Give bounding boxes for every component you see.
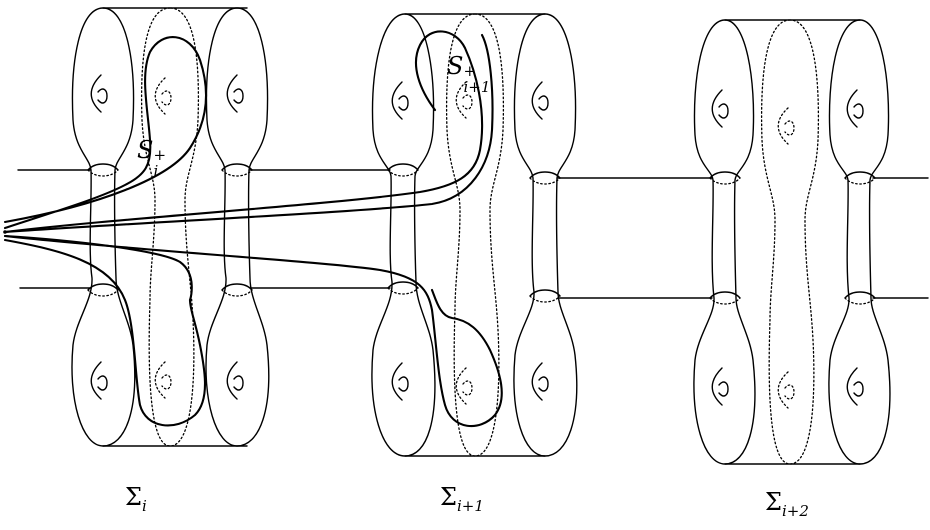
surface-sigma-i bbox=[71, 7, 270, 447]
sigma-i2-middle-surface bbox=[760, 19, 820, 465]
surface-sigma-i1 bbox=[371, 13, 578, 457]
handle-icon bbox=[226, 361, 244, 400]
sigma-i1-left-surface bbox=[371, 13, 436, 457]
handles-dotted bbox=[154, 77, 795, 409]
handle-icon bbox=[90, 74, 108, 113]
curve-s-i1-upper-b bbox=[3, 33, 494, 234]
handle-icon bbox=[531, 362, 549, 401]
handle-icon bbox=[711, 89, 729, 128]
sigma-i-middle-surface bbox=[140, 7, 200, 447]
sigma-i-right-surface bbox=[205, 7, 270, 447]
neck-caps bbox=[87, 163, 876, 305]
curve-s-i1-lower bbox=[3, 234, 503, 428]
curve-s-i-lower-b bbox=[3, 234, 193, 302]
handle-icon bbox=[154, 77, 172, 115]
handle-icon bbox=[90, 361, 108, 400]
handle-icon bbox=[391, 362, 409, 401]
handle-icon bbox=[777, 371, 795, 409]
sigma-i2-right-surface bbox=[828, 19, 891, 465]
handle-icon bbox=[455, 367, 473, 405]
curve-s-i1-upper bbox=[3, 30, 484, 234]
handle-icon bbox=[777, 107, 795, 145]
sigma-i1-middle-surface bbox=[445, 13, 505, 457]
handle-icon bbox=[154, 361, 172, 399]
curve-s-i-upper bbox=[3, 36, 208, 230]
handle-icon bbox=[226, 74, 244, 113]
sigma-i-left-surface bbox=[71, 7, 136, 447]
handle-icon bbox=[846, 89, 864, 128]
sigma-i1-right-surface bbox=[513, 13, 578, 457]
sigma-i2-left-surface bbox=[693, 19, 756, 465]
handle-icon bbox=[391, 81, 409, 120]
handle-icon bbox=[711, 367, 729, 406]
connecting-tubes bbox=[17, 169, 929, 299]
handle-icon bbox=[531, 81, 549, 120]
curve-s-i-lower bbox=[3, 238, 206, 427]
handle-icon bbox=[455, 81, 473, 119]
fan-origin bbox=[3, 230, 7, 234]
handle-icon bbox=[846, 367, 864, 406]
surface-sigma-i2 bbox=[693, 19, 891, 465]
handles-solid bbox=[90, 74, 864, 406]
bold-curves bbox=[3, 30, 503, 428]
